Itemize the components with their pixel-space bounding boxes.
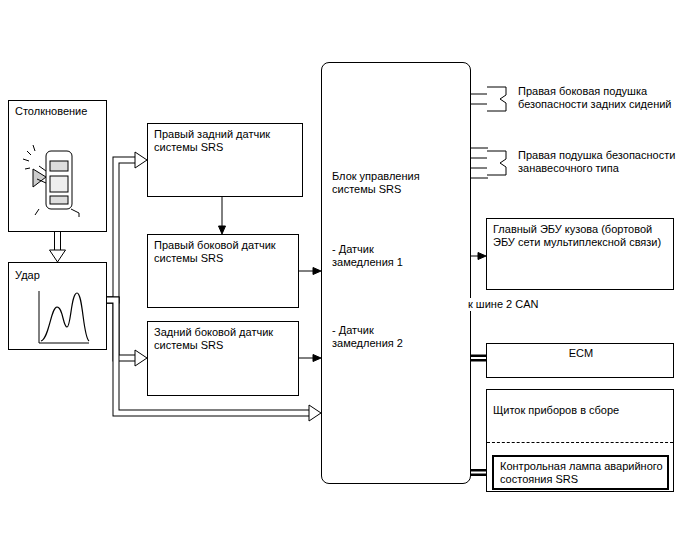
connector — [219, 197, 226, 234]
connector — [299, 355, 321, 362]
impact-box: Удар — [8, 262, 107, 350]
node-title: Контрольная лампа аварийного состояния S… — [500, 460, 665, 486]
node-title: Удар — [15, 269, 95, 282]
divider-line — [487, 442, 673, 443]
event-box: Столкновение — [8, 100, 107, 232]
connector — [471, 148, 488, 178]
connector — [471, 358, 486, 359]
airbag-connector: Правая подушка безопасности занавесочног… — [486, 141, 682, 185]
connector — [107, 152, 147, 300]
bus-label: к шине 2 CAN — [466, 298, 541, 311]
connector — [471, 253, 486, 260]
node-text: - Датчик замедления 2 — [332, 324, 422, 350]
ecu-box: Главный ЭБУ кузова (бортовой ЭБУ сети му… — [486, 218, 674, 290]
node-title: Правый боковой датчик системы SRS — [154, 239, 294, 265]
sensor-box: Правый задний датчик системы SRS — [147, 123, 303, 197]
control-unit: Блок управления системы SRS - Датчик заме… — [321, 62, 471, 484]
airbag-connector: Правая боковая подушка безопасности задн… — [486, 82, 682, 116]
node-title: Правый задний датчик системы SRS — [154, 128, 294, 154]
warning-lamp-box: Контрольная лампа аварийного состояния S… — [492, 455, 669, 490]
node-title: Щиток приборов в сборе — [493, 404, 669, 417]
connector-symbol — [486, 82, 512, 116]
sensor-box: Задний боковой датчик системы SRS — [147, 321, 299, 396]
car-illustration — [9, 121, 99, 221]
node-title: Правая подушка безопасности занавесочног… — [518, 149, 678, 175]
node-title: Главный ЭБУ кузова (бортовой ЭБУ сети му… — [493, 223, 669, 249]
meter-box: Контрольная лампа аварийного состояния S… — [486, 389, 674, 492]
connector — [107, 300, 321, 421]
ecm-box: ECM — [486, 343, 674, 378]
sensor-box: Правый боковой датчик системы SRS — [147, 234, 299, 308]
node-title: Столкновение — [15, 105, 102, 118]
connector — [471, 94, 488, 104]
node-text: - Датчик замедления 1 — [332, 243, 422, 269]
connector — [299, 268, 321, 275]
node-title: Задний боковой датчик системы SRS — [154, 326, 294, 352]
node-title: ECM — [493, 347, 669, 360]
connector-symbol — [486, 141, 512, 185]
connector — [50, 232, 66, 262]
node-title: Блок управления системы SRS — [332, 170, 442, 196]
impact-graph — [9, 277, 99, 347]
node-title: Правая боковая подушка безопасности задн… — [518, 85, 678, 111]
